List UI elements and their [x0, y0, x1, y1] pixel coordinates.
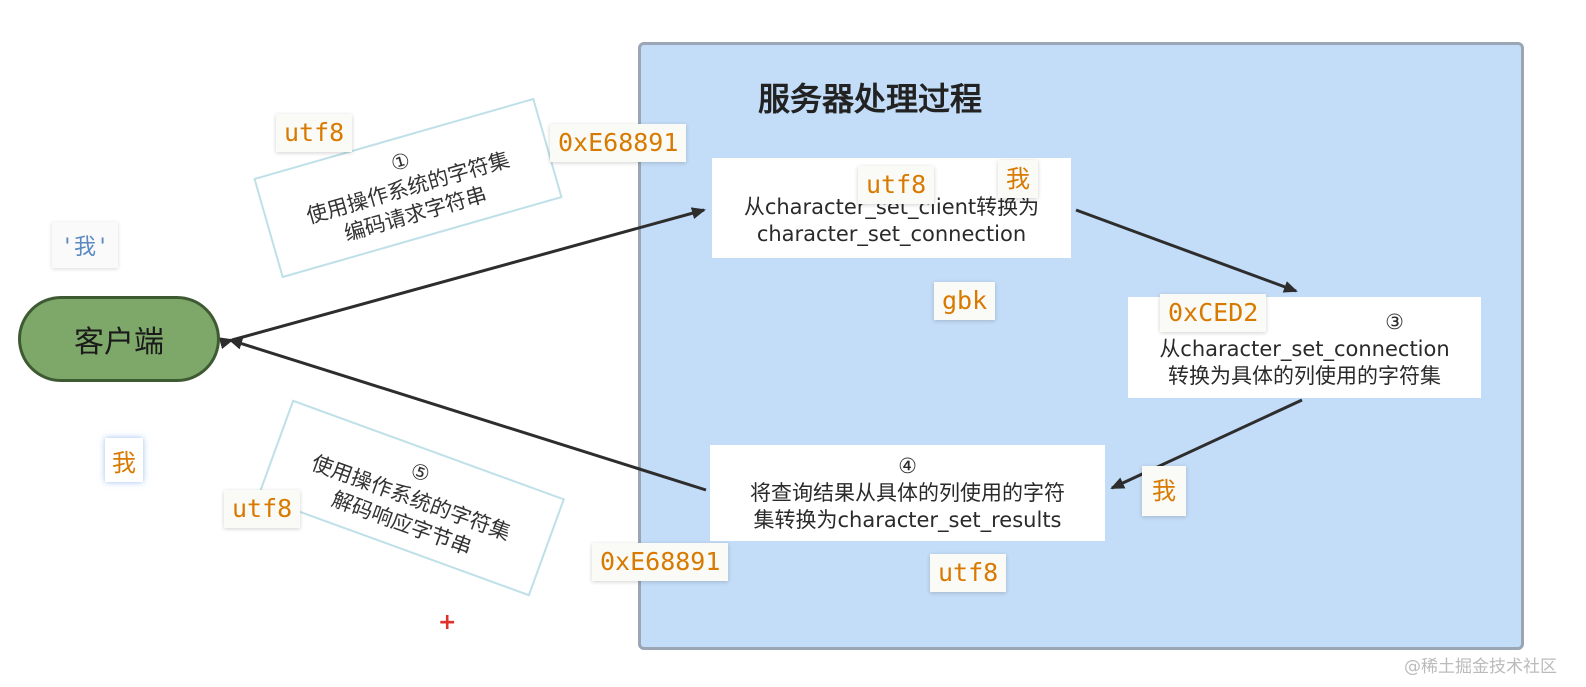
tag-utf8-request: utf8 — [276, 114, 353, 152]
step4-line-1: 将查询结果从具体的列使用的字符 — [750, 480, 1065, 505]
tag-utf8-step1: utf8 — [858, 166, 935, 204]
tag-gbk: gbk — [934, 282, 996, 320]
arrow-step3-to-step4 — [1110, 398, 1303, 490]
step3-line-1: 从character_set_connection — [1159, 337, 1450, 361]
arrow-client-to-step1 — [218, 207, 706, 349]
step3-number: ③ — [1385, 310, 1404, 334]
arrow-step1-to-step3 — [1075, 208, 1298, 293]
client-label: 客户端 — [74, 325, 164, 360]
server-title: 服务器处理过程 — [758, 80, 983, 118]
step1-line-2: character_set_connection — [756, 222, 1027, 246]
tag-utf8-results: utf8 — [930, 554, 1007, 592]
tag-hex-request: 0xE68891 — [550, 124, 687, 162]
step4-box: ④ 将查询结果从具体的列使用的字符 集转换为character_set_resu… — [710, 445, 1105, 541]
tag-char-step1: 我 — [998, 160, 1038, 198]
tag-char-step4: 我 — [1142, 466, 1186, 516]
plus-icon: + — [438, 610, 457, 635]
client-output-char: 我 — [105, 438, 143, 482]
client-node: 客户端 — [18, 296, 220, 382]
step3-line-2: 转换为具体的列使用的字符集 — [1168, 364, 1441, 388]
tag-hex-response: 0xE68891 — [592, 543, 729, 581]
step4-number: ④ — [898, 453, 917, 478]
watermark: @稀土掘金技术社区 — [1404, 657, 1557, 677]
step4-line-2: 集转换为character_set_results — [753, 507, 1062, 532]
tag-utf8-response: utf8 — [224, 490, 301, 528]
tag-hex-gbk: 0xCED2 — [1160, 294, 1267, 332]
arrow-step4-to-client — [228, 337, 707, 492]
quoted-char-input: '我' — [52, 222, 118, 268]
step3-box: ③ 从character_set_connection 转换为具体的列使用的字符… — [1128, 297, 1481, 398]
